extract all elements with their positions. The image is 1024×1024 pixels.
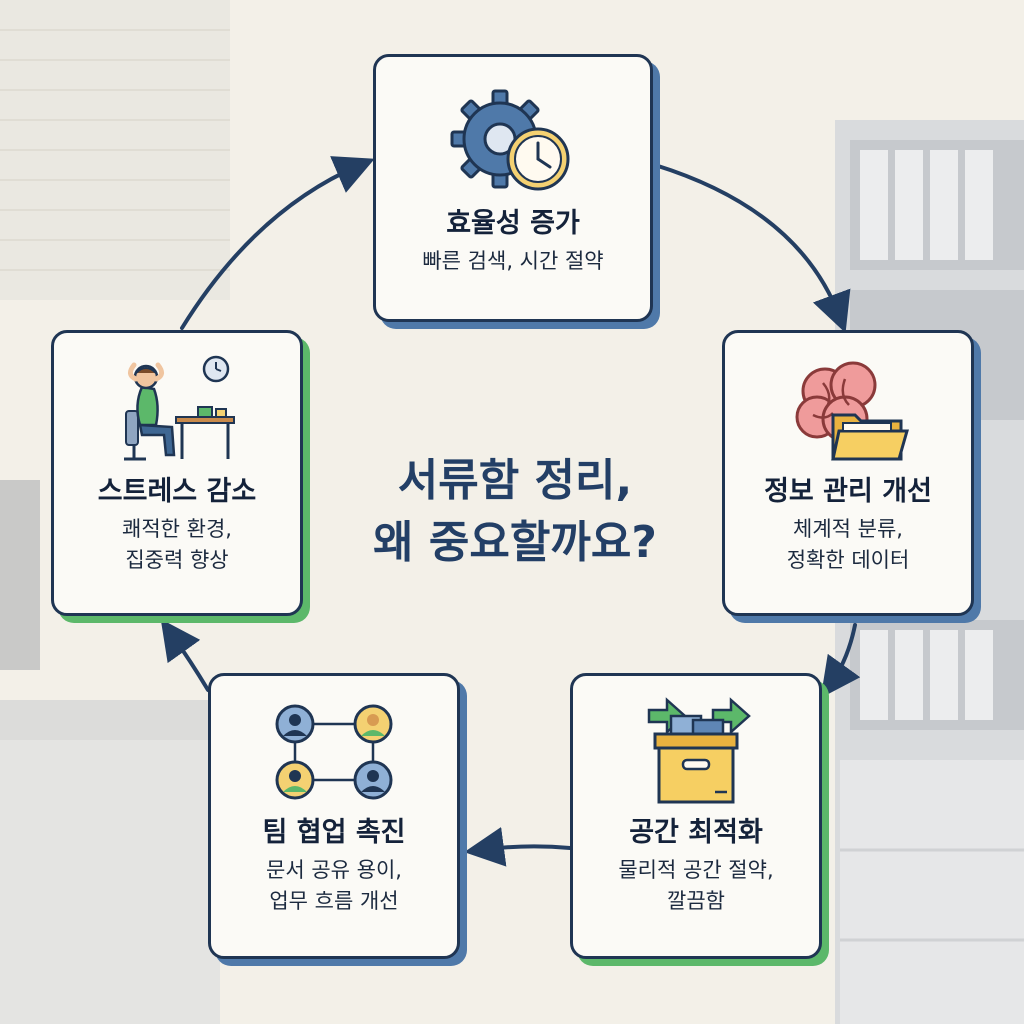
card-stress-reduction: 스트레스 감소 쾌적한 환경, 집중력 향상	[51, 330, 303, 616]
brain-folder-icon	[795, 361, 909, 461]
card-stress-reduction-title: 스트레스 감소	[97, 476, 257, 507]
card-efficiency: 효율성 증가 빠른 검색, 시간 절약	[373, 54, 653, 322]
center-title-line2: 왜 중요할까요?	[373, 517, 657, 568]
card-space-optimization-desc: 물리적 공간 절약, 깔끔함	[618, 858, 774, 913]
card-info-management: 정보 관리 개선 체계적 분류, 정확한 데이터	[722, 330, 974, 616]
storage-box-icon	[647, 697, 751, 804]
arrow-efficiency-to-info	[653, 163, 851, 334]
card-team-collaboration-desc: 문서 공유 용이, 업무 흐름 개선	[266, 858, 402, 913]
arrow-stress-to-efficiency	[180, 156, 375, 330]
center-title: 서류함 정리, 왜 중요할까요?	[330, 450, 700, 574]
card-space-optimization: 공간 최적화 물리적 공간 절약, 깔끔함	[570, 673, 822, 959]
card-stress-reduction-desc: 쾌적한 환경, 집중력 향상	[122, 517, 232, 572]
arrow-info-to-space	[820, 623, 861, 698]
card-info-management-desc: 체계적 분류, 정확한 데이터	[786, 517, 910, 572]
card-team-collaboration-title: 팀 협업 촉진	[262, 817, 406, 848]
card-team-collaboration: 팀 협업 촉진 문서 공유 용이, 업무 흐름 개선	[208, 673, 460, 959]
center-title-line1: 서류함 정리,	[397, 455, 633, 506]
card-efficiency-desc: 빠른 검색, 시간 절약	[422, 249, 604, 273]
gear-clock-icon	[450, 89, 570, 191]
team-network-icon	[275, 704, 393, 800]
arrow-space-to-team	[464, 827, 572, 867]
relaxed-person-icon	[124, 355, 235, 461]
card-efficiency-title: 효율성 증가	[446, 208, 580, 239]
arrow-team-to-stress	[160, 618, 210, 692]
card-space-optimization-title: 공간 최적화	[629, 817, 763, 848]
card-info-management-title: 정보 관리 개선	[764, 476, 932, 507]
